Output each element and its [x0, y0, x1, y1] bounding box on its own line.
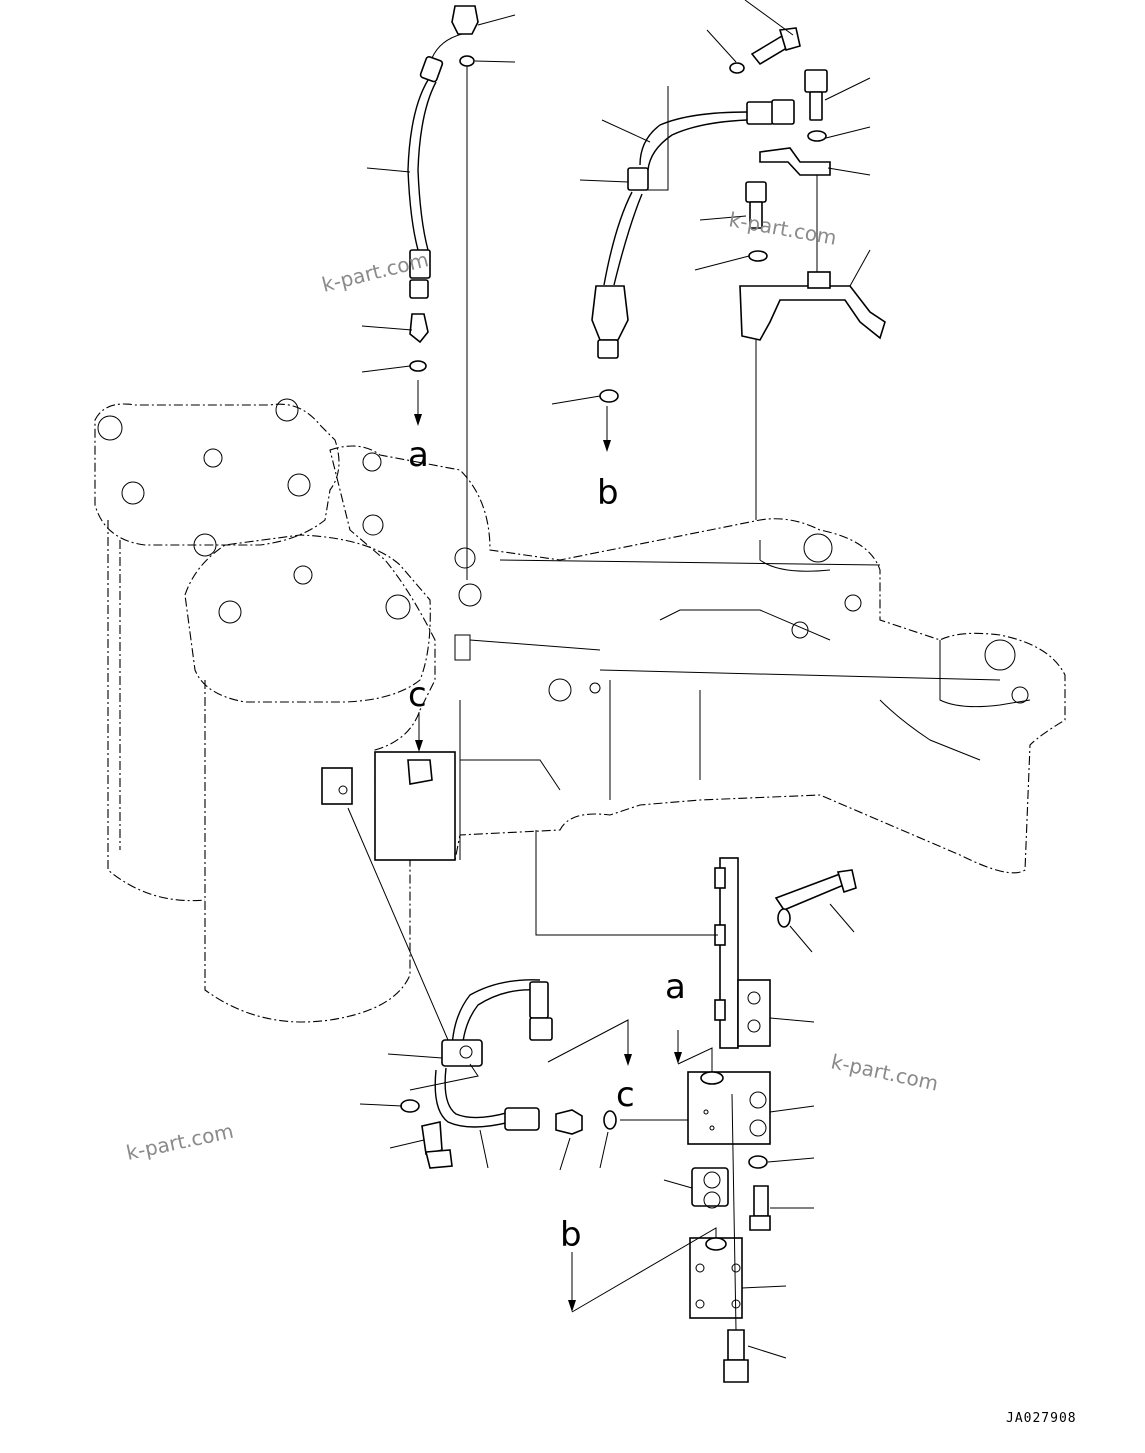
speed-sensor-assembly [591, 86, 795, 403]
drawing-code: JA027908 [1006, 1411, 1077, 1426]
hose-assembly-lower [347, 807, 617, 1169]
routing-line-c [547, 1019, 632, 1066]
routing-line-b [568, 1227, 717, 1313]
callout-b-top: b [597, 473, 619, 513]
watermark-3: k-part.com [829, 1049, 941, 1095]
arrow-b-top [603, 406, 611, 452]
arrow-c-top [415, 712, 423, 752]
callout-c-top: c [408, 675, 427, 715]
leader-lines-lower [359, 903, 855, 1359]
callout-a-top: a [408, 435, 429, 475]
watermark-2: k-part.com [727, 207, 838, 250]
callout-b-bottom: b [560, 1215, 582, 1255]
callout-c-bottom: c [616, 1075, 635, 1115]
leader-lines-upper-left [361, 14, 516, 373]
mounting-pad [321, 751, 456, 861]
callout-a-bottom: a [665, 967, 686, 1007]
leader-lines-upper-right [551, 0, 871, 405]
arrow-a-top [414, 380, 422, 426]
filter-housing-front [184, 514, 431, 1023]
bolts-upper-right [729, 27, 886, 520]
routing-line-a [674, 1030, 713, 1072]
filter-housing-rear [94, 398, 340, 902]
hose-assembly-left [407, 5, 479, 580]
transmission-valve-body [329, 445, 1066, 874]
valve-block-stack [535, 830, 857, 1383]
watermark-4: k-part.com [124, 1119, 236, 1165]
